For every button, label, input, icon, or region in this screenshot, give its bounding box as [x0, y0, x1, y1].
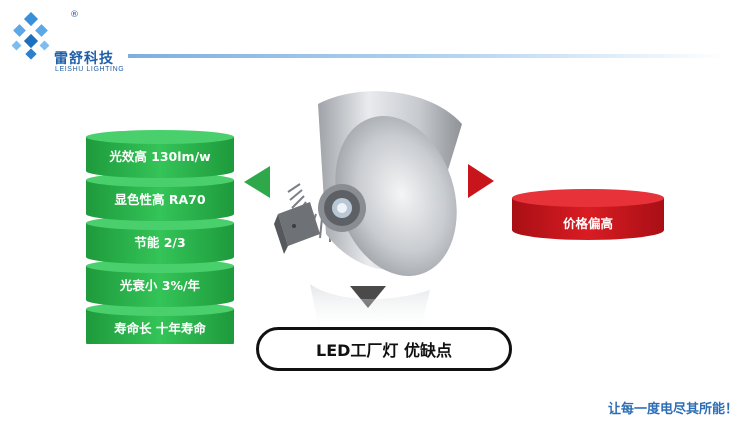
slide-title: LED工厂灯 优缺点: [316, 341, 452, 360]
company-logo: ® 雷舒科技 LEISHU LIGHTING: [10, 8, 130, 74]
pros-cylinder-top: [86, 130, 234, 144]
pros-item: 寿命长 十年寿命: [114, 321, 206, 336]
registered-mark: ®: [70, 10, 79, 20]
red-triangle-right-icon: [468, 164, 494, 198]
gray-triangle-down-icon: [350, 286, 386, 308]
led-high-bay-lamp: [274, 91, 462, 334]
pros-item: 显色性高 RA70: [114, 192, 206, 207]
diamond-pixel-logo-icon: [11, 12, 50, 60]
pros-cylinder-body: [86, 137, 234, 178]
pros-cylinder-body: [86, 180, 234, 221]
logo-name: 雷舒科技: [54, 51, 114, 67]
cons-item: 价格偏高: [562, 216, 613, 231]
pros-cylinder-body: [86, 223, 234, 264]
title-pill: LED工厂灯 优缺点: [256, 327, 512, 371]
green-triangle-left-icon: [244, 166, 270, 198]
slogan: 让每一度电尽其所能！: [607, 402, 738, 417]
logo-english-name: LEISHU LIGHTING: [55, 66, 125, 73]
cons-cylinder: [512, 189, 664, 240]
cons-disc: 价格偏高: [510, 188, 666, 244]
header-divider: [128, 54, 728, 58]
pros-item: 光衰小 3%/年: [119, 278, 201, 293]
pros-cylinders: [86, 130, 234, 344]
pros-cylinder-body: [86, 309, 234, 344]
pros-cylinder-body: [86, 266, 234, 307]
pros-stack: 光效高 130lm/w 显色性高 RA70 节能 2/3 光衰小 3%/年寿命长 十年…: [84, 128, 236, 344]
pros-item: 节能 2/3: [134, 235, 186, 250]
pros-item: 光效高 130lm/w: [109, 149, 211, 164]
